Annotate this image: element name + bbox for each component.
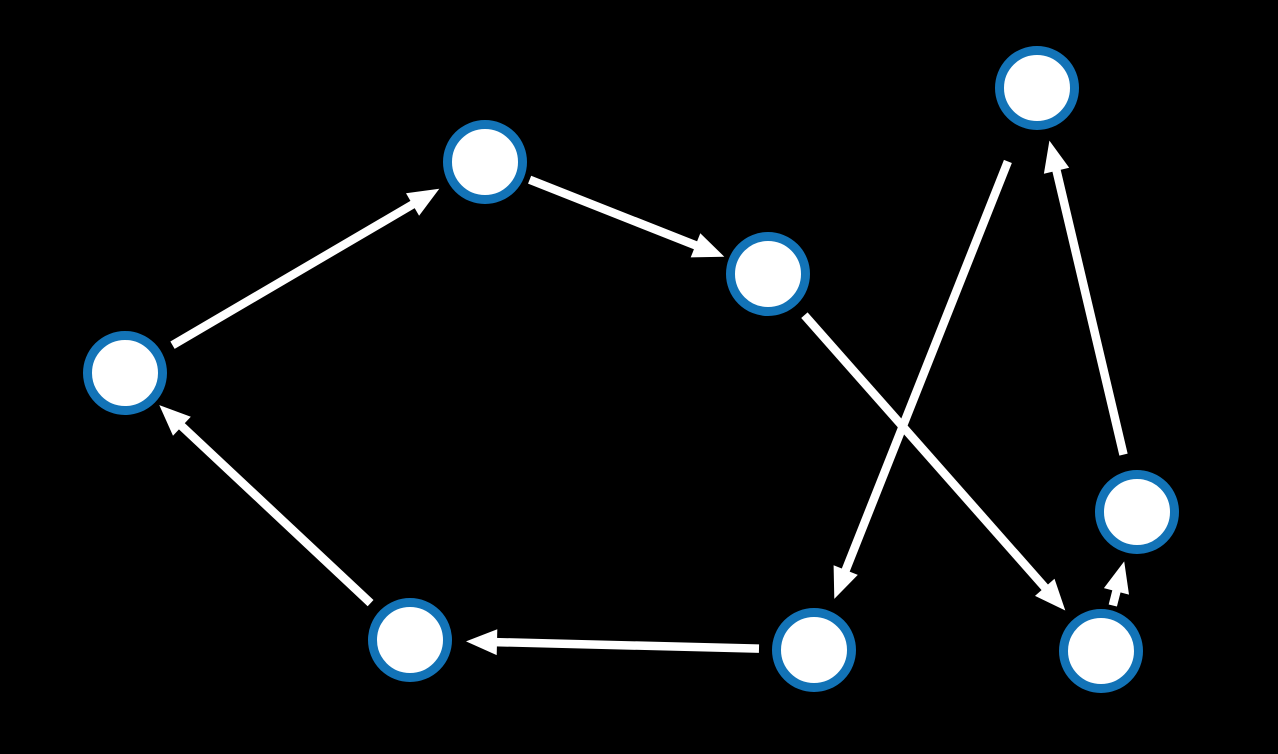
edge-bottom-middle-to-bottom-left xyxy=(466,629,760,656)
edge-middle-to-bottom-right xyxy=(801,312,1066,611)
edge-left-to-upper-middle xyxy=(170,188,440,349)
graph-node-middle xyxy=(726,232,810,316)
arrowhead-icon xyxy=(1043,140,1070,174)
graph-node-bottom-right xyxy=(1059,609,1143,693)
graph-node-bottom-middle xyxy=(772,608,856,692)
edge-line xyxy=(170,199,417,349)
edge-right-to-top-right xyxy=(1043,140,1128,456)
edge-line xyxy=(177,421,374,607)
edge-line xyxy=(841,159,1012,574)
edge-upper-middle-to-middle xyxy=(528,175,725,258)
graph-node-left xyxy=(83,331,167,415)
edge-line xyxy=(1051,167,1128,456)
arrowhead-icon xyxy=(1035,578,1066,611)
arrowhead-icon xyxy=(466,629,498,656)
edge-top-right-to-bottom-middle xyxy=(833,159,1012,599)
arrowhead-icon xyxy=(159,405,191,436)
graph-node-right xyxy=(1095,470,1179,554)
edge-line xyxy=(528,175,699,250)
arrowhead-icon xyxy=(406,188,440,216)
graph-node-upper-middle xyxy=(443,120,527,204)
arrowhead-icon xyxy=(833,565,858,599)
edge-bottom-right-to-right xyxy=(1103,561,1129,607)
edge-bottom-left-to-left xyxy=(159,405,374,607)
graph-node-bottom-left xyxy=(368,598,452,682)
edge-line xyxy=(494,637,760,653)
graph-node-top-right xyxy=(995,46,1079,130)
arrowhead-icon xyxy=(1103,561,1129,595)
arrowhead-icon xyxy=(690,233,725,258)
edge-line xyxy=(801,312,1050,592)
edge-line xyxy=(1108,588,1122,607)
